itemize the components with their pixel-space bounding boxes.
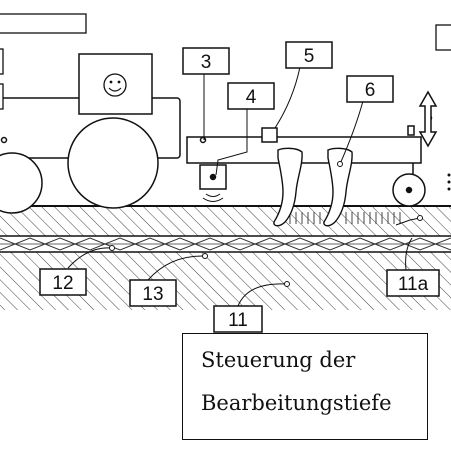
svg-text:4: 4 (246, 87, 257, 108)
number-label-3: 3 (182, 47, 230, 75)
tractor-front-wheel (0, 152, 43, 214)
number-label-4: 4 (227, 82, 275, 110)
svg-text:12: 12 (52, 273, 73, 294)
number-label-11: 11 (213, 305, 263, 333)
leader-13 (147, 255, 206, 281)
leader-5 (274, 66, 301, 129)
implement-frame (186, 114, 433, 190)
soil-layer-band (0, 235, 451, 253)
height-adjust-arrow-icon (418, 90, 438, 148)
leader-endpoints (109, 161, 423, 287)
svg-text:11: 11 (228, 310, 248, 331)
number-label-6: 6 (346, 75, 394, 103)
tine-left (273, 147, 303, 227)
label-box-partial-left-1 (0, 48, 4, 75)
caption-line-2: Bearbeitungstiefe (201, 391, 392, 415)
implement-beam (186, 136, 422, 164)
svg-text:3: 3 (201, 52, 212, 73)
sensor-5-block (261, 127, 278, 143)
svg-text:5: 5 (304, 46, 315, 67)
number-label-13: 13 (129, 279, 177, 307)
right-edge-marks (447, 173, 451, 191)
svg-text:13: 13 (142, 284, 163, 305)
leader-11a-top (395, 217, 421, 226)
leader-11 (237, 283, 288, 307)
smiley-icon (103, 73, 127, 97)
soil-ground (0, 205, 451, 310)
leader-lines (67, 66, 421, 307)
caption-box: Steuerung der Bearbeitungstiefe (182, 333, 428, 440)
small-mount (407, 125, 415, 136)
label-box-partial-right (435, 24, 451, 51)
number-label-12: 12 (39, 268, 87, 296)
svg-text:11a: 11a (398, 274, 429, 295)
leader-12 (67, 247, 113, 269)
leader-6 (339, 100, 364, 165)
leader-11a (405, 237, 413, 271)
label-box-partial-left-2 (0, 83, 4, 110)
label-box-partial-top (0, 13, 87, 34)
tilled-soil-zone (289, 212, 401, 224)
tractor (0, 53, 181, 214)
tine-right (323, 147, 353, 227)
sensor-waves-icon (202, 193, 224, 202)
svg-text:6: 6 (365, 80, 376, 101)
number-label-11a: 11a (386, 269, 440, 297)
tractor-rear-wheel (67, 117, 159, 209)
leader-4 (215, 109, 248, 176)
caption-line-1: Steuerung der (201, 348, 356, 372)
depth-wheel (392, 163, 426, 207)
number-label-5: 5 (285, 41, 333, 69)
